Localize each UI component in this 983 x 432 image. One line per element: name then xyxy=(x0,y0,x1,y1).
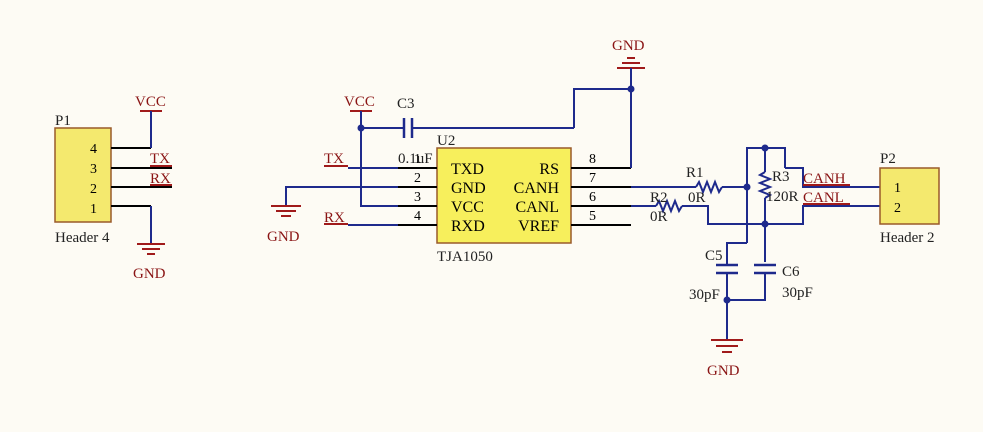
p2-body xyxy=(879,167,940,225)
p1-pin4-num: 4 xyxy=(90,142,97,157)
r2-designator: R2 xyxy=(650,190,668,206)
p1-pin1-num: 1 xyxy=(90,202,97,217)
r2-resistor: R2 0R xyxy=(631,190,765,225)
c5-top-wire xyxy=(726,242,747,265)
u2-pin-rs: RS xyxy=(539,161,559,178)
c6-value: 30pF xyxy=(782,285,813,301)
canl-label: CANL xyxy=(803,190,844,206)
u2-designator: U2 xyxy=(437,133,455,149)
p2-designator: P2 xyxy=(880,151,896,167)
u2-rx-label: RX xyxy=(324,210,345,226)
u2-gnd-top-label: GND xyxy=(612,38,645,54)
p2-header: P2 Header 2 1 2 xyxy=(879,151,940,246)
u2-pin8-num: 8 xyxy=(589,152,596,167)
bottom-gnd-label: GND xyxy=(707,363,740,379)
u2-tx-label: TX xyxy=(324,151,344,167)
p1-vcc-label: VCC xyxy=(135,94,166,110)
c5-capacitor: C5 30pF xyxy=(689,248,738,303)
u2-body xyxy=(436,147,572,244)
r1-designator: R1 xyxy=(686,165,704,181)
canh-junction xyxy=(743,183,751,191)
r2-zigzag xyxy=(655,198,683,214)
canl-to-p2-wire xyxy=(765,205,880,225)
p2-name: Header 2 xyxy=(880,230,935,246)
u2-pin1-num: 1 xyxy=(414,152,421,167)
u2-pin4-num: 4 xyxy=(414,209,421,224)
c3-gnd-wire xyxy=(573,88,631,128)
u2-pin-canl: CANL xyxy=(515,199,559,216)
c3-capacitor: C3 0.1uF xyxy=(361,96,574,167)
p1-pin2-num: 2 xyxy=(90,182,97,197)
u2-vcc-label: VCC xyxy=(344,94,375,110)
r3-resistor: R3 120R xyxy=(757,148,799,262)
u2-pin3-num: 3 xyxy=(414,190,421,205)
u2-pin-canh: CANH xyxy=(514,180,560,197)
u2-pin-gnd: GND xyxy=(451,180,486,197)
p1-pin3-num: 3 xyxy=(90,162,97,177)
u2-pin-txd: TXD xyxy=(451,161,484,178)
c3-designator: C3 xyxy=(397,96,415,112)
r1-zigzag xyxy=(695,179,723,195)
p1-vcc-port: VCC xyxy=(135,94,166,148)
r1-resistor: R1 0R xyxy=(631,165,747,206)
gnd-top-junction xyxy=(627,85,635,93)
u2-gnd-wire xyxy=(285,186,398,206)
r3-designator: R3 xyxy=(772,169,790,185)
u2-chip: U2 TJA1050 TXD GND VCC RXD RS CANH CANL … xyxy=(398,133,631,265)
u2-gnd-top-port: GND xyxy=(573,38,645,168)
u2-pin7-num: 7 xyxy=(589,171,596,186)
u2-pin6-num: 6 xyxy=(589,190,596,205)
u2-pin-rxd: RXD xyxy=(451,218,485,235)
u2-pin-vref: VREF xyxy=(518,218,559,235)
c3-value: 0.1uF xyxy=(398,151,433,167)
r2-wire-right xyxy=(682,205,765,225)
c6-capacitor: C6 30pF xyxy=(754,263,813,301)
c6-bottom-wire xyxy=(727,273,766,301)
c6-designator: C6 xyxy=(782,264,800,280)
p1-header: P1 Header 4 4 3 2 1 xyxy=(54,113,172,246)
bottom-gnd-port: GND xyxy=(707,339,743,379)
p1-tx-label: TX xyxy=(150,151,170,167)
r2-value: 0R xyxy=(650,209,668,225)
p2-pin2-num: 2 xyxy=(894,201,901,216)
r1-value: 0R xyxy=(688,190,706,206)
c5-value: 30pF xyxy=(689,287,720,303)
p1-gnd-label: GND xyxy=(133,266,166,282)
p1-gnd-port: GND xyxy=(133,206,166,282)
u2-pin5-num: 5 xyxy=(589,209,596,224)
u2-vcc-wire xyxy=(360,111,398,207)
canh-to-p2-wire xyxy=(785,167,880,188)
r3-zigzag xyxy=(757,171,773,199)
u2-pin-vcc: VCC xyxy=(451,199,484,216)
c5-designator: C5 xyxy=(705,248,723,264)
u2-pin2-num: 2 xyxy=(414,171,421,186)
p1-designator: P1 xyxy=(55,113,71,129)
cap-gnd-junction xyxy=(723,296,731,304)
u2-gnd-left-label: GND xyxy=(267,229,300,245)
canh-label: CANH xyxy=(803,171,846,187)
u2-name: TJA1050 xyxy=(437,249,493,265)
p2-pin1-num: 1 xyxy=(894,181,901,196)
p1-body xyxy=(54,127,112,223)
u2-vcc-port: VCC xyxy=(344,94,398,207)
r3-value: 120R xyxy=(766,189,799,205)
p1-name: Header 4 xyxy=(55,230,110,246)
p1-rx-label: RX xyxy=(150,171,171,187)
